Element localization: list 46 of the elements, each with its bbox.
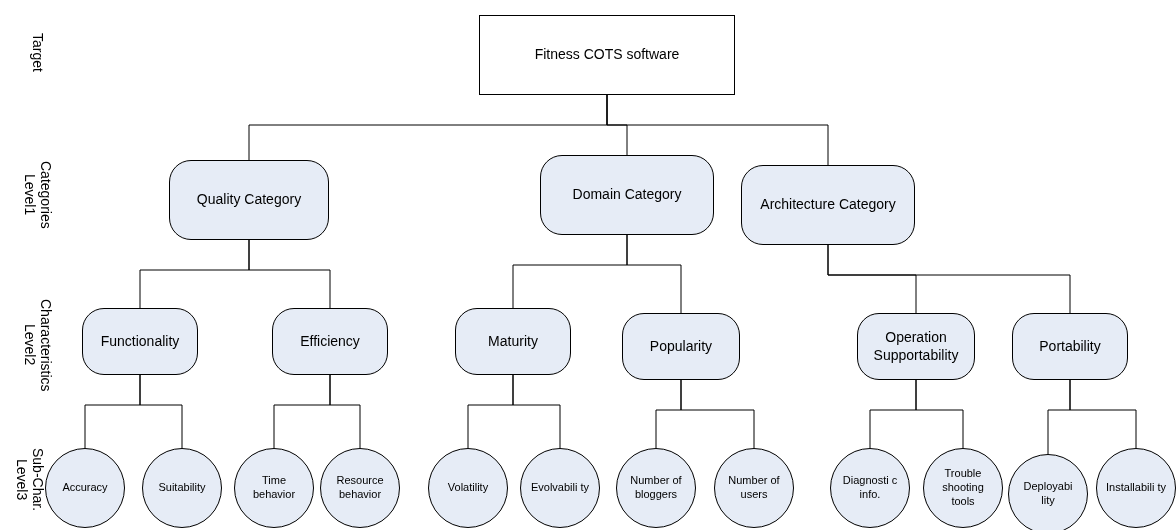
- connector-line: [139, 374, 183, 449]
- node-label: Time behavior: [251, 474, 297, 502]
- node-label: Functionality: [100, 332, 180, 351]
- level-label: Sub-Char. Level3: [14, 447, 46, 514]
- node-label: Number of bloggers: [629, 474, 683, 502]
- connector-line: [1069, 379, 1137, 449]
- connector-line: [915, 379, 964, 449]
- node-label: Operation Supportability: [872, 329, 960, 364]
- category-box: [272, 308, 388, 375]
- node-label: Volatility: [447, 481, 489, 495]
- node-label: Diagnosti c info.: [841, 474, 899, 502]
- node-label: Fitness COTS software: [534, 46, 680, 64]
- category-box: [741, 165, 915, 245]
- node-label: Installabili ty: [1106, 481, 1166, 495]
- level-label: Characteristics Level2: [22, 297, 54, 394]
- node-label: Accuracy: [62, 481, 108, 495]
- node-label: Popularity: [649, 337, 713, 356]
- node-label: Architecture Category: [760, 196, 896, 214]
- connector-line: [680, 379, 755, 449]
- node-label: Domain Category: [572, 186, 682, 204]
- connector-line: [626, 234, 682, 314]
- category-box: [169, 160, 329, 240]
- category-box: [1012, 313, 1128, 380]
- level-label: Categories Level1: [22, 160, 54, 231]
- category-box: [857, 313, 975, 380]
- node-label: Evolvabili ty: [530, 481, 590, 495]
- node-label: Trouble shooting tools: [941, 467, 985, 509]
- connector-line: [827, 244, 1071, 314]
- node-label: Efficiency: [300, 332, 360, 351]
- node-label: Suitability: [158, 481, 206, 495]
- connector-line: [248, 239, 331, 309]
- node-label: Quality Category: [196, 191, 302, 209]
- node-label: Portability: [1039, 337, 1101, 356]
- node-label: Number of users: [727, 474, 781, 502]
- level-label: Target: [30, 31, 46, 74]
- node-label: Deployabi lity: [1022, 480, 1074, 508]
- target-box: [479, 15, 735, 95]
- category-box: [455, 308, 571, 375]
- node-label: Resource behavior: [335, 474, 385, 502]
- category-box: [540, 155, 714, 235]
- category-box: [622, 313, 740, 380]
- category-box: [82, 308, 198, 375]
- connector-line: [329, 374, 361, 449]
- node-label: Maturity: [488, 332, 538, 351]
- connector-line: [606, 94, 829, 166]
- connector-line: [512, 374, 561, 449]
